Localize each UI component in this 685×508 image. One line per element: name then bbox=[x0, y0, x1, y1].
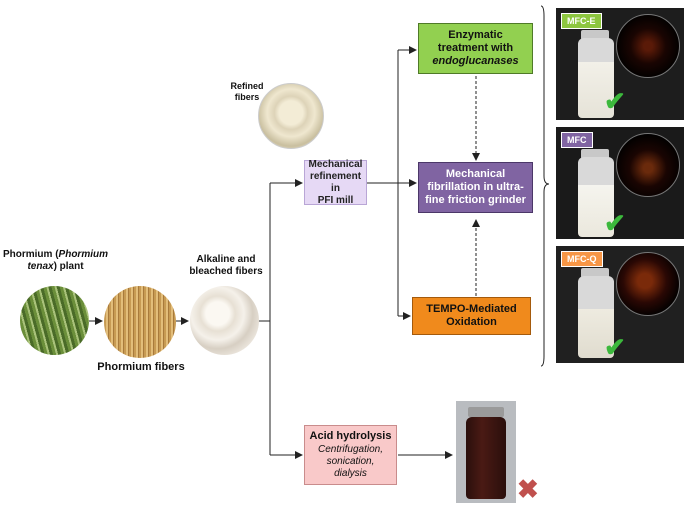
sample-tag-mfc: MFC bbox=[561, 132, 593, 148]
sample-micrograph-mfc-q bbox=[616, 252, 680, 316]
phormium-fibers-label: Phormium fibers bbox=[97, 361, 185, 373]
sample-panel-mfc-q: MFC-Q bbox=[556, 246, 684, 363]
plant-label: Phormium (Phormium tenax) plant bbox=[2, 249, 108, 272]
bracket bbox=[540, 5, 550, 367]
bleached-fibers-image bbox=[190, 286, 259, 355]
sample-panel-mfc: MFC bbox=[556, 127, 684, 239]
acid-hydrolysis-vial-photo bbox=[456, 401, 516, 503]
sample-micrograph-mfc-e bbox=[616, 14, 680, 78]
sample-tag-mfc-q: MFC-Q bbox=[561, 251, 603, 267]
check-mark-icon: ✔ bbox=[604, 208, 626, 238]
sample-tag-mfc-e: MFC-E bbox=[561, 13, 602, 29]
refined-fibers-image bbox=[258, 83, 324, 149]
plant-image bbox=[20, 286, 89, 355]
check-mark-icon: ✔ bbox=[604, 332, 626, 362]
sample-micrograph-mfc bbox=[616, 133, 680, 197]
cross-mark-icon: ✖ bbox=[517, 474, 539, 504]
check-mark-icon: ✔ bbox=[604, 86, 626, 116]
phormium-fibers-image bbox=[104, 286, 176, 358]
sample-panel-mfc-e: MFC-E bbox=[556, 8, 684, 120]
acid-hydrolysis-box: Acid hydrolysis Centrifugation, sonicati… bbox=[304, 425, 397, 485]
